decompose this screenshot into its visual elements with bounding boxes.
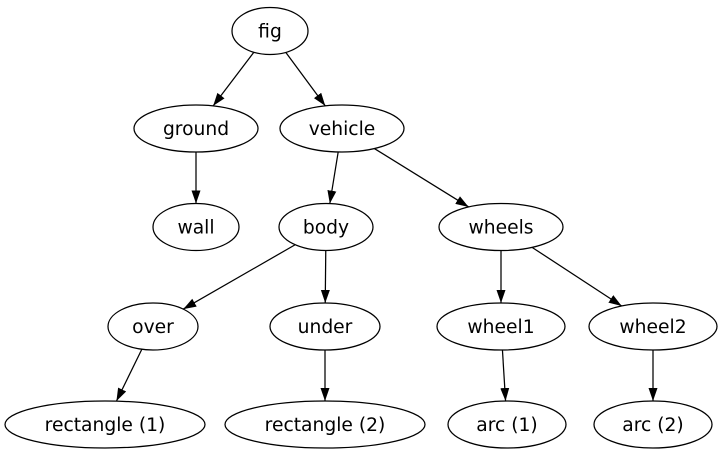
node-ground: ground: [133, 104, 259, 153]
node-wheel2: wheel2: [588, 302, 718, 351]
node-ellipse: [278, 202, 374, 252]
edge-line: [320, 250, 330, 304]
edge-wheels-wheel2: [531, 246, 623, 307]
edge-line: [500, 349, 510, 402]
edge-body-under: [320, 250, 330, 304]
node-ellipse: [279, 104, 405, 153]
node-ellipse: [231, 6, 309, 56]
node-label: rectangle (1): [45, 415, 166, 436]
edge-line: [285, 52, 326, 107]
edge-vehicle-body: [327, 151, 339, 204]
edge-over-rectangle1: [115, 348, 143, 402]
node-vehicle: vehicle: [279, 104, 405, 153]
edge-fig-ground: [212, 51, 255, 107]
node-label: wall: [177, 218, 214, 239]
node-arc1: arc (1): [447, 400, 567, 449]
node-wall: wall: [152, 202, 240, 252]
node-ellipse: [4, 400, 206, 449]
node-fig: fig: [231, 6, 309, 56]
node-body: body: [278, 202, 374, 252]
node-label: wheel1: [467, 317, 534, 338]
node-label: arc (1): [476, 415, 537, 436]
node-rectangle1: rectangle (1): [4, 400, 206, 449]
node-under: under: [269, 302, 381, 351]
node-label: wheels: [468, 218, 533, 239]
node-label: vehicle: [309, 119, 376, 140]
node-wheel1: wheel1: [436, 302, 566, 351]
node-label: over: [132, 317, 174, 338]
node-label: rectangle (2): [265, 415, 386, 436]
node-arc2: arc (2): [593, 400, 713, 449]
edge-line: [115, 348, 143, 402]
node-rectangle2: rectangle (2): [224, 400, 426, 449]
node-wheels: wheels: [438, 202, 564, 252]
node-label: wheel2: [619, 317, 686, 338]
node-label: ground: [163, 119, 229, 140]
edge-line: [531, 246, 623, 307]
node-label: arc (2): [622, 415, 683, 436]
edge-wheel1-arc1: [500, 349, 510, 402]
edge-line: [327, 151, 339, 204]
edge-body-over: [182, 244, 296, 310]
edge-line: [182, 244, 296, 310]
edge-line: [212, 51, 255, 107]
edge-line: [374, 148, 469, 208]
node-ellipse: [107, 302, 199, 351]
node-over: over: [107, 302, 199, 351]
edge-fig-vehicle: [285, 52, 326, 107]
node-label: under: [298, 317, 353, 338]
node-label: fig: [258, 22, 282, 43]
edge-vehicle-wheels: [374, 148, 469, 208]
node-label: body: [303, 218, 349, 239]
